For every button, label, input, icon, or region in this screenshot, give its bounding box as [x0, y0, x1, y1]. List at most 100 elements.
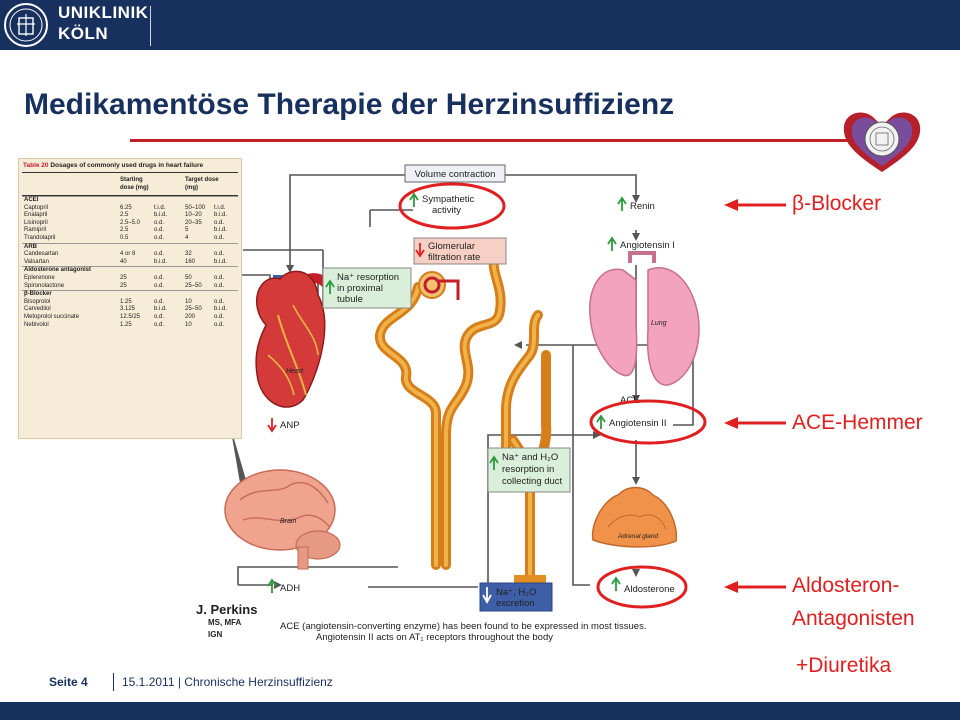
- table-cell: 0.5: [120, 234, 129, 241]
- diagram-arrowheads: [230, 195, 640, 589]
- na-coll-label-1: Na⁺ and H₂O: [502, 452, 558, 463]
- down-arrow-icon: [415, 243, 425, 258]
- table-header-row: Starting dose (mg)Target dose (mg): [22, 172, 238, 196]
- table-cell: Eplerenone: [24, 274, 55, 281]
- table-cell: 5: [185, 227, 189, 234]
- table-cell: o.d.: [154, 219, 165, 226]
- dosage-table: Table 20 Dosages of commonly used drugs …: [18, 158, 242, 439]
- table-cell: 40: [120, 258, 127, 265]
- table-cell: 6.25: [120, 204, 132, 211]
- table-group-row: ACEI: [22, 196, 238, 205]
- footer-divider: [113, 673, 114, 691]
- heart-logo-icon: [843, 112, 921, 172]
- up-arrow-icon: [267, 578, 277, 593]
- table-caption-text: Dosages of commonly used drugs in heart …: [50, 162, 204, 169]
- table-cell: o.d.: [214, 234, 225, 241]
- na-prox-label-3: tubule: [337, 294, 363, 305]
- ace-label: ACE: [620, 395, 640, 406]
- anp-label: ANP: [280, 420, 300, 431]
- table-cell: 2.5: [120, 212, 129, 219]
- table-cell: 10: [185, 298, 192, 305]
- angiotensin-2-node: Angiotensin II: [596, 414, 667, 429]
- aldosterone-label: Aldosterone: [624, 584, 675, 595]
- brain-illustration: Brain: [224, 469, 341, 570]
- table-cell: 200: [185, 313, 196, 320]
- collecting-duct-node: Na⁺ and H₂O resorption in collecting duc…: [487, 447, 571, 493]
- annotation-aldosteron-line-2: Antagonisten: [792, 607, 915, 630]
- table-cell: Bisoprolol: [24, 298, 51, 305]
- table-cell: b.i.d.: [214, 212, 228, 219]
- table-group-row: Aldosterone antagonist: [22, 266, 238, 275]
- footer-date-topic: 15.1.2011 | Chronische Herzinsuffizienz: [122, 675, 333, 689]
- table-cell: 4 or 8: [120, 251, 136, 258]
- table-cell: Candesartan: [24, 251, 59, 258]
- table-cell: Target dose (mg): [185, 177, 219, 191]
- table-cell: o.d.: [214, 313, 225, 320]
- glomerular-label-1: Glomerular: [428, 241, 475, 252]
- aldosterone-node: Aldosterone: [611, 576, 675, 595]
- up-arrow-icon: [617, 196, 627, 211]
- arrow-aldosteron-icon: [724, 581, 786, 593]
- arrow-ace-hemmer-icon: [724, 417, 786, 429]
- table-cell: o.d.: [214, 282, 225, 289]
- brand-logo: UNIKLINIK KÖLN: [58, 2, 148, 44]
- header-bar: UNIKLINIK KÖLN: [0, 0, 960, 50]
- slide-title: Medikamentöse Therapie der Herzinsuffizi…: [24, 88, 675, 121]
- table-cell: o.d.: [214, 298, 225, 305]
- na-excr-label-2: excretion: [496, 598, 535, 609]
- table-cell: Carvedilol: [24, 306, 51, 313]
- lung-illustration: Lung: [589, 251, 700, 386]
- table-cell: 25: [120, 282, 127, 289]
- table-cell: o.d.: [214, 251, 225, 258]
- table-cell: o.d.: [154, 321, 165, 328]
- artist-degree: MS, MFA: [208, 618, 242, 627]
- table-cell: Lisinopril: [24, 219, 48, 226]
- table-cell: 10: [185, 321, 192, 328]
- brand-line-1: UNIKLINIK: [58, 3, 149, 22]
- table-cell: o.d.: [154, 298, 165, 305]
- table-cell: Spironolactone: [24, 282, 65, 289]
- table-cell: 3.125: [120, 306, 136, 313]
- table-cell: 50: [185, 274, 192, 281]
- table-cell: Trandolapril: [24, 234, 56, 241]
- annotation-ace-hemmer: ACE-Hemmer: [792, 411, 923, 434]
- table-group-label: ARB: [24, 243, 37, 250]
- table-cell: 32: [185, 251, 192, 258]
- table-cell: o.d.: [214, 321, 225, 328]
- table-cell: Captopril: [24, 204, 49, 211]
- table-cell: o.d.: [214, 219, 225, 226]
- title-underline: [130, 139, 900, 142]
- heart-illustration: Heart: [255, 270, 337, 408]
- table-cell: Metoprolol succinate: [24, 313, 80, 320]
- anp-node: ANP: [267, 418, 300, 433]
- down-arrow-icon: [482, 587, 492, 604]
- up-arrow-icon: [611, 576, 621, 591]
- footer-page-number: Seite 4: [49, 675, 88, 689]
- table-cell: 160: [185, 258, 196, 265]
- table-cell: 10–20: [185, 212, 202, 219]
- table-cell: 50–100: [185, 204, 206, 211]
- table-cell: 20–35: [185, 219, 202, 226]
- na-excr-label-1: Na⁺, H₂O: [496, 587, 536, 598]
- table-cell: 12.5/25: [120, 313, 141, 320]
- adrenal-label: Adrenal gland: [617, 533, 658, 540]
- table-cell: b.i.d.: [214, 227, 228, 234]
- table-cell: b.i.d.: [214, 258, 228, 265]
- renin-label: Renin: [630, 201, 655, 212]
- proximal-tubule-node: Na⁺ resorption in proximal tubule: [322, 267, 412, 309]
- volume-contraction-node: Volume contraction: [404, 164, 506, 183]
- up-arrow-icon: [325, 279, 335, 294]
- up-arrow-icon: [596, 414, 606, 429]
- table-cell: b.i.d.: [154, 258, 168, 265]
- lung-label: Lung: [651, 320, 667, 327]
- na-prox-label-1: Na⁺ resorption: [337, 272, 399, 283]
- angiotensin-2-label: Angiotensin II: [609, 418, 667, 429]
